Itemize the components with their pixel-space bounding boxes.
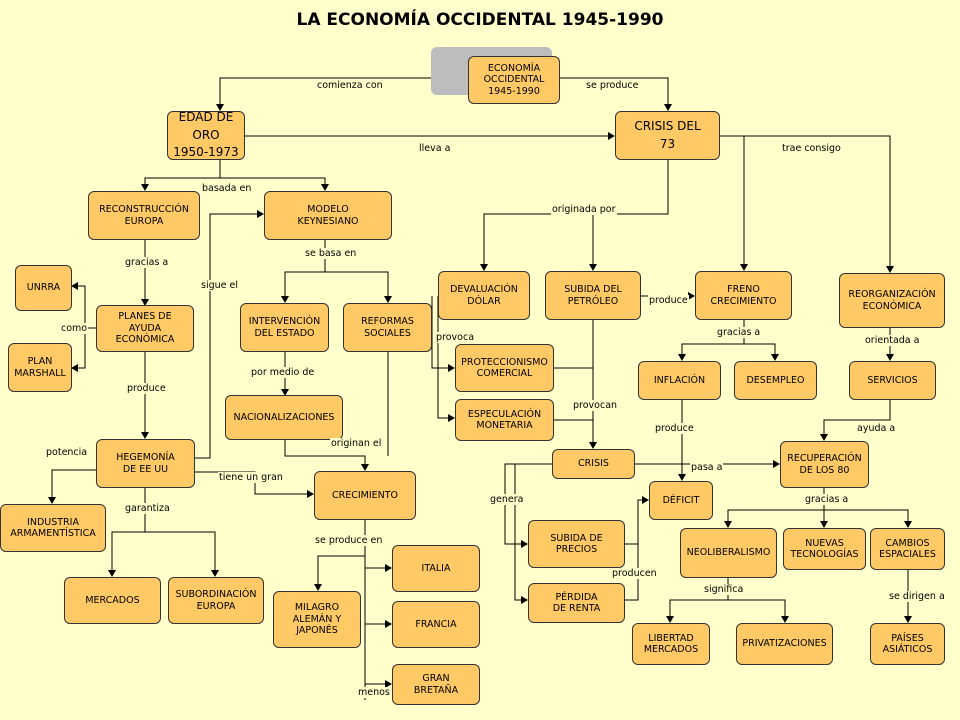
node-subida-precios[interactable]: SUBIDA DE PRECIOS	[528, 520, 625, 568]
label-genera: genera	[489, 494, 525, 505]
page-title: LA ECONOMÍA OCCIDENTAL 1945-1990	[296, 10, 664, 30]
label-garantiza: garantiza	[124, 503, 171, 514]
label-se-dirigen-a: se dirigen a	[888, 591, 946, 602]
label-se-basa-en: se basa en	[304, 248, 358, 259]
label-provoca: provoca	[435, 332, 476, 343]
label-gracias-a-2: gracias a	[716, 327, 762, 338]
label-menos: menos	[357, 687, 391, 698]
label-comienza-con: comienza con	[316, 80, 384, 91]
node-intervencion-estado[interactable]: INTERVENCIÓN DEL ESTADO	[240, 303, 329, 352]
node-libertad-mercados[interactable]: LIBERTAD MERCADOS	[632, 623, 710, 665]
node-paises-asiaticos[interactable]: PAÍSES ASIÁTICOS	[870, 623, 945, 665]
label-por-medio-de: por medio de	[250, 367, 316, 378]
node-reconstruccion-europa[interactable]: RECONSTRUCCIÓN EUROPA	[88, 191, 200, 240]
node-proteccionismo-comercial[interactable]: PROTECCIONISMO COMERCIAL	[455, 344, 554, 392]
node-especulacion-monetaria[interactable]: ESPECULACIÓN MONETARIA	[455, 399, 554, 441]
node-nuevas-tecnologias[interactable]: NUEVAS TECNOLOGÍAS	[783, 528, 866, 570]
node-perdida-renta[interactable]: PÉRDIDA DE RENTA	[528, 583, 625, 623]
label-ayuda-a: ayuda a	[856, 423, 897, 434]
node-hegemonia-eeuu[interactable]: HEGEMONÍA DE EE UU	[96, 439, 195, 488]
node-deficit[interactable]: DÉFICIT	[649, 481, 713, 520]
label-produce-3: produce	[654, 423, 695, 434]
label-se-produce-en: se produce en	[314, 535, 384, 546]
node-reformas-sociales[interactable]: REFORMAS SOCIALES	[343, 303, 432, 352]
label-como: como	[60, 323, 89, 334]
label-produce-1: produce	[126, 383, 167, 394]
node-crisis[interactable]: CRISIS	[552, 449, 635, 479]
node-francia[interactable]: FRANCIA	[392, 601, 480, 648]
label-producen: producen	[611, 568, 658, 579]
node-desempleo[interactable]: DESEMPLEO	[734, 361, 817, 400]
node-nacionalizaciones[interactable]: NACIONALIZACIONES	[225, 395, 343, 440]
node-subida-petroleo[interactable]: SUBIDA DEL PETRÓLEO	[545, 271, 641, 320]
node-mercados[interactable]: MERCADOS	[64, 577, 161, 624]
node-reorganizacion-economica[interactable]: REORGANIZACIÓN ECONÓMICA	[839, 273, 945, 328]
node-economia-occidental[interactable]: ECONOMÍA OCCIDENTAL 1945-1990	[468, 56, 560, 104]
node-plan-marshall[interactable]: PLAN MARSHALL	[8, 343, 72, 392]
label-orientada-a: orientada a	[864, 335, 921, 346]
node-edad-de-oro[interactable]: EDAD DE ORO 1950-1973	[167, 110, 245, 160]
label-se-produce: se produce	[585, 80, 640, 91]
node-milagro-aleman-japones[interactable]: MILAGRO ALEMÁN Y JAPONÉS	[273, 591, 361, 648]
node-industria-armamentistica[interactable]: INDUSTRIA ARMAMENTÍSTICA	[0, 504, 106, 552]
label-tiene-un-gran: tiene un gran	[218, 472, 284, 483]
node-privatizaciones[interactable]: PRIVATIZACIONES	[736, 623, 833, 665]
node-inflacion[interactable]: INFLACIÓN	[638, 361, 721, 400]
label-gracias-a-1: gracias a	[124, 257, 170, 268]
label-provocan: provocan	[572, 400, 619, 411]
node-planes-de-ayuda[interactable]: PLANES DE AYUDA ECONÓMICA	[96, 305, 194, 352]
node-cambios-espaciales[interactable]: CAMBIOS ESPACIALES	[870, 528, 945, 570]
label-pasa-a: pasa a	[690, 462, 724, 473]
node-unrra[interactable]: UNRRA	[15, 265, 72, 311]
node-recuperacion-80[interactable]: RECUPERACIÓN DE LOS 80	[780, 441, 869, 488]
node-freno-crecimiento[interactable]: FRENO CRECIMIENTO	[695, 271, 792, 320]
node-crecimiento[interactable]: CRECIMIENTO	[314, 471, 416, 520]
node-modelo-keynesiano[interactable]: MODELO KEYNESIANO	[264, 191, 392, 240]
node-devaluacion-dolar[interactable]: DEVALUACIÓN DÓLAR	[438, 271, 530, 320]
node-italia[interactable]: ITALIA	[392, 545, 480, 592]
label-significa: significa	[703, 584, 745, 595]
label-originan-el: originan el	[330, 438, 383, 449]
node-neoliberalismo[interactable]: NEOLIBERALISMO	[680, 528, 777, 578]
node-gran-bretana[interactable]: GRAN BRETAÑA	[392, 664, 480, 705]
label-produce-2: produce	[648, 295, 689, 306]
node-servicios[interactable]: SERVICIOS	[849, 361, 936, 400]
node-crisis-del-73[interactable]: CRISIS DEL 73	[615, 111, 720, 160]
label-gracias-a-3: gracias a	[804, 494, 850, 505]
label-sigue-el: sigue el	[200, 280, 239, 291]
label-originada-por: originada por	[551, 204, 617, 215]
label-basada-en: basada en	[201, 183, 253, 194]
label-potencia: potencia	[45, 447, 89, 458]
node-subordinacion-europa[interactable]: SUBORDINACIÓN EUROPA	[168, 577, 264, 624]
label-lleva-a: lleva a	[418, 143, 452, 154]
label-trae-consigo: trae consigo	[781, 143, 842, 154]
